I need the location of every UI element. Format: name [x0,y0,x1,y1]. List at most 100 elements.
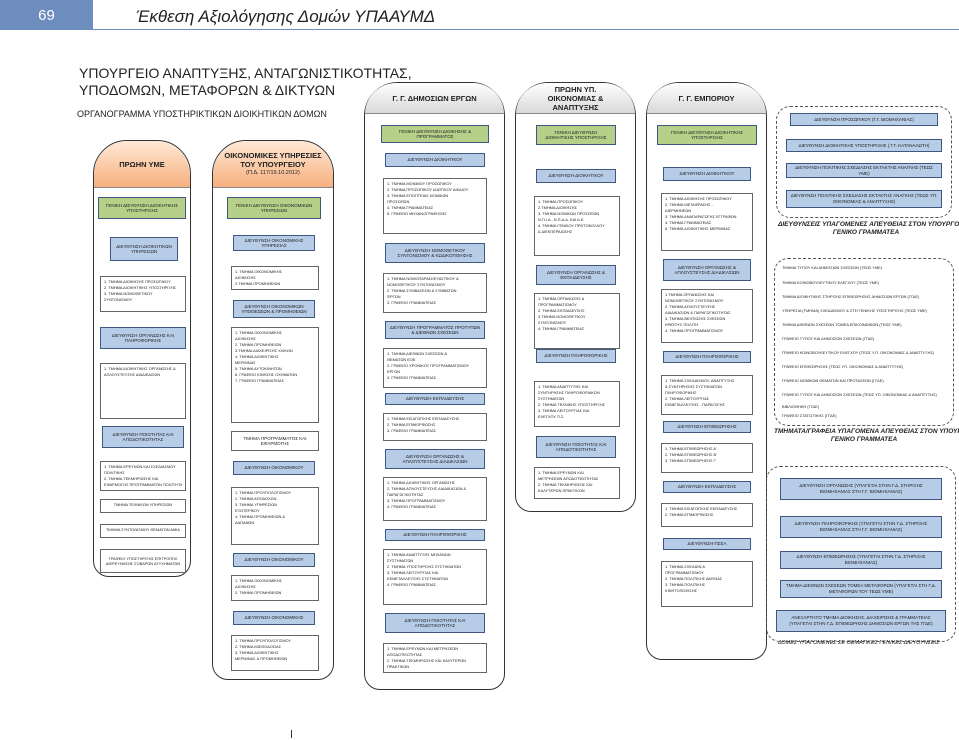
list-item: 4. ΤΜΗΜΑ ΠΡΟΓΡΑΜΜΑΤΙΣΜΟΥ [665,328,724,333]
list-item: ΠΡΟΓΡΑΜΜΑΤΙΣΜΟΥ [665,570,704,575]
directorate-box: ΔΙΕΥΘΥΝΣΗ ΟΙΚΟΝΟΜΙΚΗΣ [233,611,315,625]
list-item: 3.ΤΜΗΜΑ ΔΙΑΧΕΙΡΙΣΗΣ ΧΛΙΚΩΝ [235,348,293,353]
department-list: 1. ΤΜΗΜΑ ΕΙΣΑΓΩΓΙΚΗΣ ΕΚΠΑΙΔΕΥΣΗΣ 2. ΤΜΗΜ… [383,413,487,441]
list-item: 3. ΤΜΗΜΑ ΝΟΜΙΚΩΝ ΠΡΟΣΩΠΩΝ [538,211,600,216]
directorate-box: ΔΙΕΥΘΥΝΣΗ ΟΙΚΟΝΟΜΙΚΟΥ [233,461,315,475]
list-item: 3. ΤΜΗΜΑ ΝΟΜΟΘΕΤΙΚΟΥ [104,291,153,296]
list-item: 3. ΤΜΗΜΑ ΛΕΙΤΟΥΡΓΙΑΣ ΚΑΙ [538,408,590,413]
directorate-box: ΔΙΕΥΘΥΝΣΗ ΕΚΠΑΙΔΕΥΣΗΣ [663,481,751,493]
list-item: ΔΑΠΑΝΩΝ [235,520,255,525]
list-item: ΤΜΗΜΑ ΔΙΟΙΚΗΤΙΚΗΣ ΣΤΗΡΙΞΗΣ ΕΠΙΘΕΩΡΗΣΗΣ Δ… [782,295,920,299]
directorate-box: ΔΙΕΥΘΥΝΣΗ ΔΙΟΙΚΗΤΙΚΗΣ ΥΠΟΣΤΗΡΙΞΗΣ ( Γ.Γ.… [786,139,942,152]
list-item: ΚΑΛΥΤΕΡΩΝ ΠΡΑΚΤΙΚΩΝ [538,488,585,493]
directorate-box: ΔΙΕΥΘΥΝΣΗ ΠΟΛΙΤΙΚΗΣ ΣΧΕΔΙΑΣΗΣ ΕΚΤΑΚΤΗΣ Α… [786,163,942,178]
list-item: 4. ΓΡΑΦΕΙΟ ΓΡΑΜΜΑΤΕΙΑΣ [387,582,437,587]
list-item: 2. ΤΜΗΜΑ ΕΠΙΜΟΡΦΩΣΗΣ [387,422,436,427]
column-title: ΟΙΚΟΝΟΜΙΚΕΣ ΥΠΗΡΕΣΙΕΣ ΤΟΥ ΥΠΟΥΡΓΕΙΟΥ (Π.… [213,141,333,188]
list-item: 2. ΓΡΑΦΕΙΟ ΧΡΟΝΙΚΟΥ ΠΡΟΓΡΑΜΜΑΤΙΣΜΟΥ [387,363,470,368]
directorate-box: ΔΙΕΥΘΥΝΣΗ ΠΟΙΟΤΗΤΑΣ ΚΑΙ ΑΠΟΔΟΤΙΚΟΤΗΤΑΣ [536,436,616,458]
department-list: 1. ΤΜΗΜΑ ΑΝΑΠΤΥΞΗΣ ΚΑΙ ΣΥΝΤΗΡΗΣΗΣ ΠΛΗΡΟΦ… [534,381,620,427]
list-item: 2. ΤΜΗΜΑ ΕΠΙΘΕΩΡΗΣΗΣ Β' [665,452,717,457]
chart-subtitle: ΟΡΓΑΝΟΓΡΑΜΜΑ ΥΠΟΣΤΗΡΙΚΤΙΚΩΝ ΔΙΟΙΚΗΤΙΚΩΝ … [77,109,327,119]
department-list: 1. ΤΜΗΜΑ ΔΙΕΘΝΩΝ ΣΧΕΣΕΩΝ & ΘΕΜΑΤΩΝ ΕΟΚ 2… [383,348,487,388]
list-item: ΤΜΗΜΑ ΚΟΙΝΟΒΟΥΛΕΥΤΙΚΟΥ ΕΛΕΓΧΟΥ (ΤΕΩΣ ΥΜΕ… [782,281,879,285]
page-number: 69 [0,0,93,30]
directorate-box: ΔΙΕΥΘΥΝΣΗ ΟΡΓΑΝΩΣΗΣ & ΑΠΛΟΥΣΤΕΥΣΗΣ ΔΙΑΔΙ… [663,259,751,281]
list-item: 4. ΓΡΑΦΕΙΟ ΓΡΑΜΜΑΤΕΙΑΣ [387,504,437,509]
list-item: 1. ΤΜΗΜΑ ΟΙΚΟΝΟΜΙΚΗΣ [235,269,282,274]
department-list: 1. ΤΜΗΜΑ ΕΙΣΑΓΩΓΙΚΗΣ ΕΚΠΑΙΔΕΥΣΗΣ 2. ΤΜΗΜ… [661,503,753,527]
list-item: 1. ΤΜΗΜΑ ΔΙΟΙΚΗΣΗΣ ΠΡΟΣΩΠΙΚΟΥ [665,196,732,201]
general-directorate-box: ΓΕΝΙΚΗ ΔΙΕΥΘΥΝΣΗ ΔΙΟΙΚΗΣΗΣ & ΠΡΟΓΡΑΜΜΑΤΟ… [381,125,489,143]
ministry-title-line-2: ΥΠΟΔΟΜΩΝ, ΜΕΤΑΦΟΡΩΝ & ΔΙΚΤΥΩΝ [79,82,336,98]
list-item: 5. ΤΜΗΜΑ ΔΙΟΙΚΗΤΙΚΗΣ ΜΕΡΙΜΝΑΣ [665,226,731,231]
directorate-box: ΔΙΕΥΘΥΝΣΗ ΔΙΟΙΚΗΤΙΚΟΥ [385,153,485,167]
list-item: ΜΕΡΙΜΝΑΣ [235,360,256,365]
list-item: ΠΡΑΚΤΙΚΩΝ [387,664,410,669]
list-item: ΣΥΣΤΗΜΑΤΩΝ [538,396,565,401]
directorate-box: ΔΙΕΥΘΥΝΣΗ ΠΟΙΟΤΗΤΑΣ ΚΑΙ ΑΠΟΔΟΤΙΚΟΤΗΤΑΣ [385,613,485,633]
list-item: ΜΕΡΙΜΝΑΣ & ΠΡΟΜΗΘΕΙΩΝ [235,656,288,661]
list-item: 2.ΤΜΗΜΑ ΠΡΟΜΗΘΕΙΩΝ [235,281,281,286]
unit-box: ΤΜΗΜΑ ΤΕΧΝΙΚΩΝ ΥΠΗΡΕΣΙΩΝ [100,499,186,513]
department-list: 1. ΤΜΗΜΑ ΜΟΝΙΜΟΥ ΠΡΟΣΩΠΙΚΟΥ 2. ΤΜΗΜΑ ΠΡΟ… [383,178,487,234]
directorate-box: ΑΝΕΞΑΡΤΗΤΟ ΤΜΗΜΑ ΔΙΟΙΚΗΣΗΣ, ΔΙΑΧΕΙΡΙΣΗΣ … [776,610,946,632]
list-item: & ΔΙΕΚΠΕΡΑΙΩΣΗΣ [538,229,573,234]
directorate-box: ΔΙΕΥΘΥΝΣΗ ΠΟΙΟΤΗΤΑΣ ΚΑΙ ΑΠΟΔΟΤΙΚΟΤΗΤΑΣ [102,426,184,448]
group-caption: ΤΜΗΜΑΤΑ/ΓΡΑΦΕΙΑ ΥΠΑΓΟΜΕΝΑ ΑΠΕΥΘΕΙΑΣ ΣΤΟΝ… [774,428,959,444]
list-item: 3. ΤΜΗΜΑ ΥΠΗΡΕΣΙΩΝ [235,502,277,507]
text-cursor [291,730,292,738]
department-list: 1. ΤΜΗΜΑ ΠΡΟΥΠΟΛΟΓΙΣΜΟΥ 2. ΤΜΗΜΑ ΜΙΣΘΟΔΟ… [231,635,319,671]
list-item: ΤΜΗΜΑ ΔΙΕΘΝΩΝ ΣΧΕΣΕΩΝ ΤΟΜΕΑ ΕΠΙΚΟΙΝΩΝΙΩΝ… [782,323,902,327]
list-item: ΑΠΛΟΥΣΤΕΥΣΗΣ ΔΙΑΔΙΚΑΣΙΩΝ [104,372,161,377]
department-list: 1. ΤΜΗΜΑ ΟΙΚΟΝΟΜΙΚΗΣ ΔΙΟΙΚΗΣΗΣ 2. ΤΜΗΜΑ … [231,575,319,601]
list-item: ΤΜΗΜΑ ΤΕΧΝΙΚΩΝ ΥΠΗΡΕΣΙΩΝ [113,502,173,507]
department-list: 1. ΤΜΗΜΑ ΕΡΕΥΝΩΝ ΚΑΙ ΜΕΤΡΗΣΕΩΝ ΑΠΟΔΟΤΙΚΟ… [383,643,487,673]
general-directorate-box: ΓΕΝΙΚΗ ΔΙΕΥΘΥΝΣΗ ΔΙΟΙΚΗΤΙΚΗΣ ΥΠΟΣΤΗΡΙΞΗΣ [536,125,616,145]
list-item: 1. ΤΜΗΜΑ ΣΧΕΔΙΑΣΜΟΥ, ΑΝΑΠΤΥΞΗΣ [665,378,735,383]
column-title-text: ΟΙΚΟΝΟΜΙΚΕΣ ΥΠΗΡΕΣΙΕΣ ΤΟΥ ΥΠΟΥΡΓΕΙΟΥ [224,150,322,169]
list-item: 1. ΤΜΗΜΑ ΔΙΟΙΚΗΤΙΚΗΣ ΟΡΓΑΝΩΣΗΣ [387,480,456,485]
list-item: 1. ΤΜΗΜΑ ΕΠΙΘΕΩΡΗΣΗΣ Α' [665,446,717,451]
list-item: ΚΙΝΗΤΟΠΟΙΗΣΗΣ [665,588,697,593]
list-item: ΔΙΕΡΜΗΝΕΩΝ [665,208,692,213]
list-item: ΕΚΜΕΤΑΛΛΕΥΣΗΣ - ΠΑΡΑΓΩΓΗΣ [665,402,725,407]
directorate-box: ΔΙΕΥΘΥΝΣΗ ΟΙΚΟΝΟΜΙΚΗΣ ΥΠΗΡΕΣΙΑΣ [233,235,315,251]
list-item: 1. ΤΜΗΜΑ ΕΡΕΥΝΩΝ ΚΑΙ ΣΧΕΔΙΑΣΜΟΥ [104,464,176,469]
department-list: 1.ΤΜΗΜΑ ΟΡΓΑΝΩΣΗΣ ΚΑΙ ΝΟΜΟΘΕΤΙΚΟΥ ΣΥΝΤΟΝ… [661,289,753,343]
list-item: ΠΟΛΙΤΙΚΗΣ [104,470,125,475]
list-item: 4. ΤΜΗΜΑ ΠΡΟΜΗΘΕΙΩΝ & [235,514,285,519]
department-list: 1. ΤΜΗΜΑ ΑΝΑΠΤΥΞΗΣ ΜΗΧΑΝΩΝ ΣΥΣΤΗΜΑΤΩΝ 2.… [383,549,487,605]
ministry-title: ΥΠΟΥΡΓΕΙΟ ΑΝΑΠΤΥΞΗΣ, ΑΝΤΑΓΩΝΙΣΤΙΚΟΤΗΤΑΣ,… [79,65,412,99]
general-directorate-box: ΓΕΝΙΚΗ ΔΙΕΥΘΥΝΣΗ ΟΙΚΟΝΟΜΙΚΩΝ ΥΠΗΡΕΣΙΩΝ [227,197,321,219]
list-item: 7. ΓΡΑΦΕΙΟ ΓΡΑΜΜΑΤΕΙΑΣ [235,378,285,383]
directorate-box: ΔΙΕΥΘΥΝΣΗ ΠΛΗΡΟΦΟΡΙΚΗΣ (ΥΠΑΓΕΤΑΙ ΣΤΗΝ Γ.… [780,516,942,538]
list-item: 1. ΤΜΗΜΑ ΕΡΕΥΝΩΝ ΚΑΙ ΜΕΤΡΗΣΕΩΝ [387,646,459,651]
list-item: ΕΡΓΩΝ [387,369,401,374]
document-title: Έκθεση Αξιολόγησης Δομών ΥΠΑΑΥΜΔ [136,7,436,26]
list-item: 4. ΤΜΗΜΑ ΓΡΑΜΜΑΤΕΙΑΣ [387,205,434,210]
list-item: 5. ΓΡΑΦΕΙΟ ΜΗΧΑΝΟΓΡΑΦΗΣΗΣ [387,211,447,216]
list-item: 3. ΓΡΑΦΕΙΟ ΓΡΑΜΜΑΤΕΙΑΣ [387,300,437,305]
list-item: 1. ΤΜΗΜΑ ΠΡΟΥΠΟΛΟΓΙΣΜΟΥ [235,490,291,495]
directorate-box: ΔΙΕΥΘΥΝΣΗ ΟΡΓΑΝΩΣΗΣ & ΕΚΠΑΙΔΕΥΣΗΣ [536,265,616,285]
list-item: 2. ΤΜΗΜΑ ΤΕΚΜΗΡΙΩΣΗΣ ΚΑΙ ΚΑΛΥΤΕΡΩΝ [387,658,466,663]
directorate-box: ΔΙΕΥΘΥΝΣΗ ΠΛΗΡΟΦΟΡΙΚΗΣ [385,529,485,541]
column-title: Γ. Γ. ΕΜΠΟΡΙΟΥ [647,83,766,114]
list-item: ΕΚΜΕΤΑΛΛΕΥΣΗΣ ΣΥΣΤΗΜΑΤΩΝ [387,576,448,581]
list-item: ΣΥΝΤΟΝΙΣΜΟΥ [538,320,567,325]
ministry-title-line-1: ΥΠΟΥΡΓΕΙΟ ΑΝΑΠΤΥΞΗΣ, ΑΝΤΑΓΩΝΙΣΤΙΚΟΤΗΤΑΣ, [79,65,412,81]
general-directorate-box: ΓΕΝΙΚΗ ΔΙΕΥΘΥΝΣΗ ΔΙΟΙΚΗΤΙΚΗΣ ΥΠΟΣΤΗΡΙΞΗΣ [98,197,186,219]
directorate-box: ΔΙΕΥΘΥΝΣΗ ΔΙΟΙΚΗΤΙΚΟΥ [536,169,616,183]
column-economic-services: ΟΙΚΟΝΟΜΙΚΕΣ ΥΠΗΡΕΣΙΕΣ ΤΟΥ ΥΠΟΥΡΓΕΙΟΥ (Π.… [212,140,334,680]
list-item: ΣΥΝΤΟΝΙΣΜΟΥ [104,297,133,302]
list-item: ΒΙΒΛΙΟΘΗΚΗ (ΓΓΔΕ) [782,405,820,409]
list-item: ΕΦΑΡΜΟΓΗΣ ΠΡΟΓΡΑΜΜΑΤΩΝ ΠΟΙΟΤΗΤΑΣ [104,482,182,487]
list-item: 2. ΤΜΗΜΑ ΠΡΟΜΗΘΕΙΩΝ [235,590,282,595]
list-item: ΝΟΜΟΘΕΤΙΚΟΥ ΣΥΝΤΟΝΙΣΜΟΥ [665,298,724,303]
department-list: 1. ΤΜΗΜΑ ΕΡΕΥΝΩΝ ΚΑΙ ΜΕΤΡΗΣΕΩΝ ΑΠΟΔΟΤΙΚΟ… [534,467,620,499]
list-item: ΣΥΝΤΗΡΗΣΗΣ ΠΛΗΡΟΦΟΡΙΑΚΩΝ [538,390,600,395]
list-item: 4. ΤΜΗΜΑ ΓΡΑΜΜΑΤΕΙΑΣ [538,326,585,331]
department-list: 1. ΤΜΗΜΑ ΔΙΟΙΚΗΤΙΚΗΣ ΟΡΓΑΝΩΣΗΣ & ΑΠΛΟΥΣΤ… [100,363,186,419]
list-item: ΓΡΑΦΕΙΟ ΤΥΠΟΥ ΚΑΙ ΔΗΜΟΣΙΩΝ ΣΧΕΣΕΩΝ (ΤΕΩΣ… [782,393,937,397]
